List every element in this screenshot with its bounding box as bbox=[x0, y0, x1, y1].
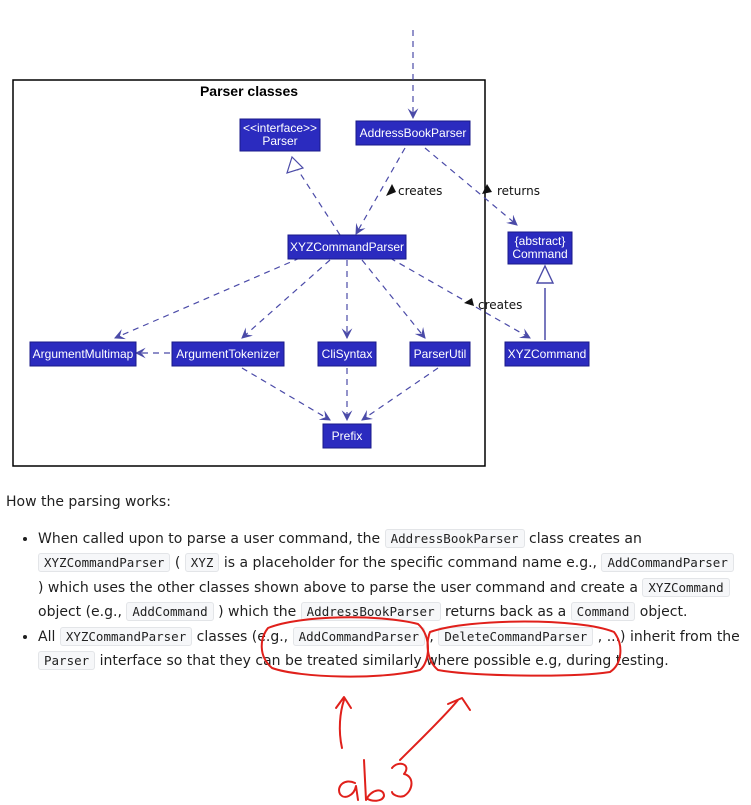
parsing-explanation: How the parsing works: When called upon … bbox=[6, 490, 741, 674]
text-run: object (e.g., bbox=[38, 604, 127, 620]
xyz-command-name: XYZCommand bbox=[508, 347, 587, 361]
inline-code: AddressBookParser bbox=[384, 528, 525, 548]
arrow-to-first-circle bbox=[335, 696, 352, 749]
text-run: ) which the bbox=[213, 604, 301, 620]
xyzparser-creates-xyzcommand-edge bbox=[389, 257, 531, 339]
abparser-creates-xyzparser-edge bbox=[355, 147, 406, 235]
parser-classes-frame bbox=[12, 79, 486, 467]
argument-multimap-name: ArgumentMultimap bbox=[33, 347, 134, 361]
inline-code: AddressBookParser bbox=[300, 602, 441, 621]
inline-code: XYZCommandParser bbox=[59, 626, 193, 646]
generalization-arrowhead bbox=[535, 264, 555, 284]
parser-interface-class: <<interface>> Parser bbox=[239, 118, 321, 152]
inline-code: AddCommand bbox=[126, 602, 214, 621]
creates-label: creates bbox=[398, 184, 442, 198]
creates-direction-marker bbox=[386, 184, 396, 196]
tokenizer-to-prefix-edge bbox=[241, 367, 331, 421]
inline-code: Parser bbox=[38, 651, 96, 670]
xyzparser-to-parserutil-edge bbox=[361, 259, 426, 339]
inline-code: XYZ bbox=[184, 553, 220, 572]
arrow-to-second-circle bbox=[399, 697, 471, 761]
intro-text: How the parsing works: bbox=[6, 494, 171, 510]
creates-command-label: creates bbox=[478, 298, 522, 312]
prefix-name: Prefix bbox=[332, 429, 363, 443]
explanation-list: When called upon to parse a user command… bbox=[6, 527, 741, 674]
text-run: interface so that they can be treated si… bbox=[95, 653, 669, 669]
text-run: , ...) inherit from the bbox=[593, 628, 740, 645]
cli-syntax-class: CliSyntax bbox=[317, 341, 377, 367]
argument-tokenizer-name: ArgumentTokenizer bbox=[176, 347, 279, 361]
frame-title: Parser classes bbox=[200, 83, 298, 99]
xyz-command-parser-class: XYZCommandParser bbox=[287, 234, 407, 260]
handwritten-ab3 bbox=[338, 759, 413, 802]
text-run: ( bbox=[170, 555, 185, 571]
text-run: When called upon to parse a user command… bbox=[38, 530, 385, 547]
text-run: class creates an bbox=[524, 530, 642, 547]
command-abstract-class: {abstract} Command bbox=[507, 231, 573, 265]
cli-syntax-name: CliSyntax bbox=[322, 347, 373, 361]
inline-code: AddCommandParser bbox=[292, 626, 425, 646]
xyzparser-to-argumenttokenizer-edge bbox=[241, 259, 331, 339]
address-book-parser-class: AddressBookParser bbox=[355, 120, 471, 146]
xyzparser-implements-parser-edge bbox=[295, 166, 341, 236]
address-book-parser-name: AddressBookParser bbox=[360, 126, 467, 140]
list-item: All XYZCommandParser classes (e.g., AddC… bbox=[38, 625, 741, 674]
argument-multimap-class: ArgumentMultimap bbox=[29, 341, 137, 367]
returns-label: returns bbox=[497, 184, 540, 198]
returns-direction-marker bbox=[482, 184, 492, 194]
text-run: ) which uses the other classes shown abo… bbox=[38, 579, 643, 596]
list-item: When called upon to parse a user command… bbox=[38, 527, 741, 625]
text-run: All bbox=[38, 628, 60, 645]
xyz-command-parser-name: XYZCommandParser bbox=[290, 240, 404, 254]
text-run: classes (e.g., bbox=[192, 628, 293, 645]
inline-code: XYZCommandParser bbox=[38, 553, 171, 572]
inline-code: XYZCommand bbox=[642, 577, 730, 597]
text-run: returns back as a bbox=[440, 604, 571, 620]
xyzparser-to-argumentmultimap-edge bbox=[114, 257, 301, 340]
parserutil-to-prefix-edge bbox=[361, 367, 439, 421]
abparser-returns-command-edge bbox=[424, 147, 518, 226]
inline-code: AddCommandParser bbox=[601, 553, 734, 572]
parser-util-name: ParserUtil bbox=[414, 347, 467, 361]
inline-code: DeleteCommandParser bbox=[438, 626, 594, 646]
command-class-name: Command bbox=[512, 247, 567, 261]
parser-util-class: ParserUtil bbox=[409, 341, 471, 367]
parser-stereotype: <<interface>> bbox=[243, 121, 317, 135]
parser-class-name: Parser bbox=[262, 134, 297, 148]
text-run: is a placeholder for the specific comman… bbox=[219, 555, 602, 571]
parser-class-diagram: Parser classes creates returns creates <… bbox=[12, 30, 590, 467]
prefix-class: Prefix bbox=[322, 423, 372, 449]
text-run: object. bbox=[635, 604, 688, 620]
xyz-command-class: XYZCommand bbox=[504, 341, 590, 367]
argument-tokenizer-class: ArgumentTokenizer bbox=[171, 341, 285, 367]
realization-arrowhead bbox=[286, 155, 305, 174]
command-stereotype: {abstract} bbox=[515, 234, 566, 248]
text-run: , bbox=[424, 628, 439, 645]
creates-command-direction-marker bbox=[464, 298, 474, 306]
inline-code: Command bbox=[570, 602, 636, 621]
